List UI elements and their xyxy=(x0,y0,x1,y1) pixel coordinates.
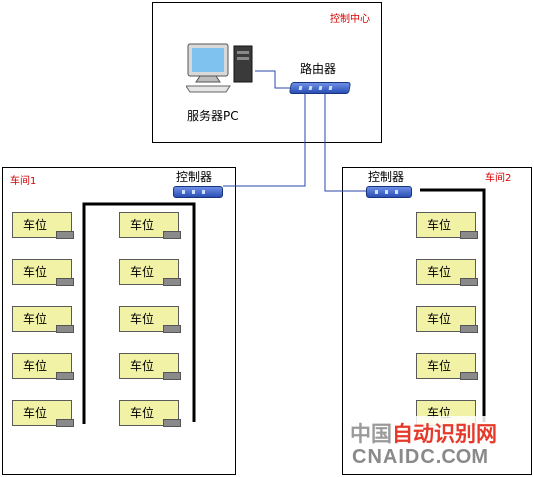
workshop2-slot: 车位 xyxy=(416,212,476,238)
watermark-red: 自动识别网 xyxy=(392,422,497,446)
server-pc-label: 服务器PC xyxy=(187,109,239,123)
workshop2-title: 车间2 xyxy=(485,173,512,184)
slot-port xyxy=(163,372,181,380)
slot-port xyxy=(56,278,74,286)
slot-port xyxy=(460,231,478,239)
watermark-gray: 中国 xyxy=(350,422,392,446)
slot-port xyxy=(163,419,181,427)
slot-port xyxy=(460,372,478,380)
workshop1-slot: 车位 xyxy=(119,353,179,379)
control-center-title: 控制中心 xyxy=(330,14,370,25)
slot-port xyxy=(460,325,478,333)
workshop2-controller-device xyxy=(366,186,412,198)
watermark-com: .COM xyxy=(435,446,488,468)
watermark: 中国自动识别网 CNAIDC.COM xyxy=(344,416,530,474)
slot-port xyxy=(163,325,181,333)
workshop1-controller-label: 控制器 xyxy=(176,170,213,184)
slot-port xyxy=(163,278,181,286)
server-pc-icon xyxy=(185,42,256,94)
workshop1-slot: 车位 xyxy=(12,353,72,379)
workshop1-slot: 车位 xyxy=(12,400,72,426)
router-label: 路由器 xyxy=(300,62,337,76)
slot-port xyxy=(56,231,74,239)
slot-port xyxy=(56,325,74,333)
slot-port xyxy=(460,278,478,286)
workshop1-title: 车间1 xyxy=(10,176,37,187)
slot-port xyxy=(163,231,181,239)
workshop1-slot: 车位 xyxy=(119,400,179,426)
workshop2-controller-label: 控制器 xyxy=(368,170,405,184)
slot-port xyxy=(56,419,74,427)
workshop1-slot: 车位 xyxy=(119,212,179,238)
workshop1-controller-device xyxy=(173,186,223,198)
watermark-cnaidc: CNAIDC xyxy=(352,446,436,468)
slot-port xyxy=(56,372,74,380)
